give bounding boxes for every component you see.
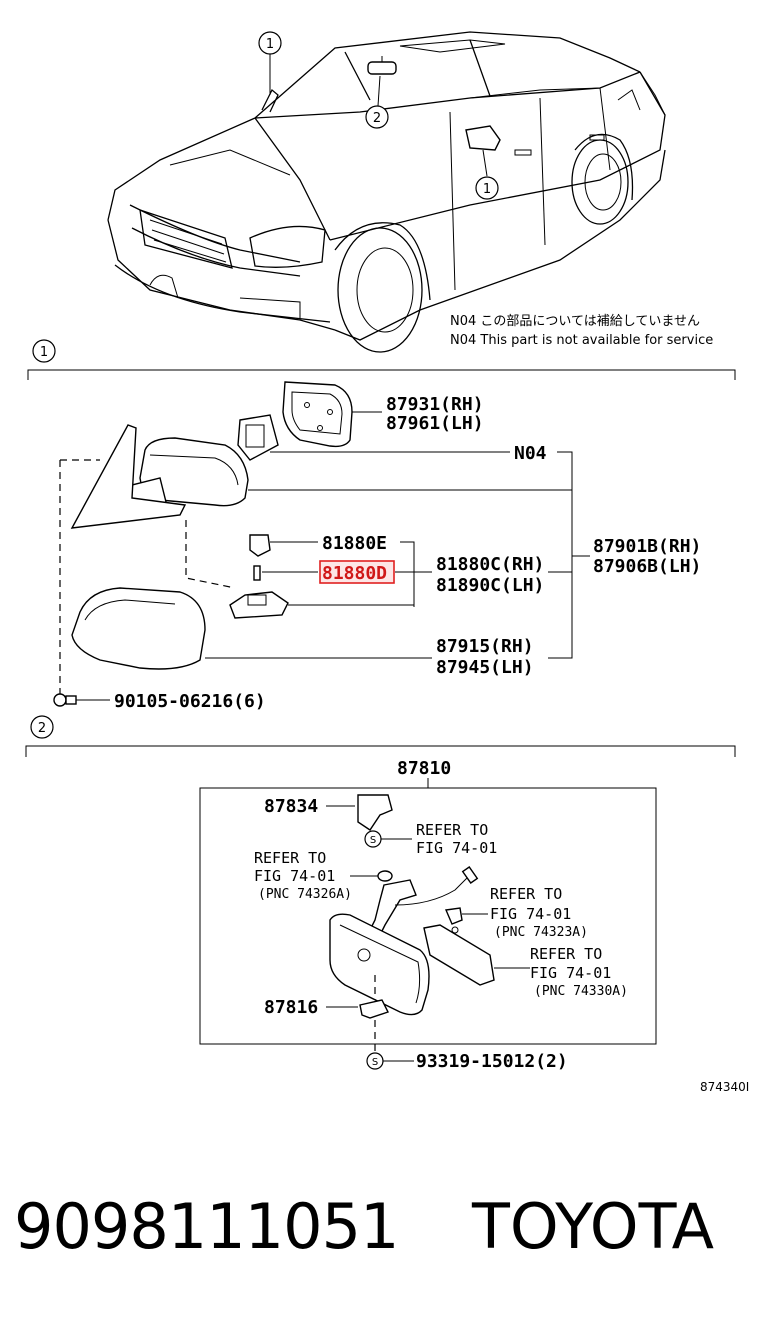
label-n04: N04 [514,443,547,464]
section-2-header: 2 [25,715,736,757]
refer-b-line2: FIG 74-01 [254,867,335,885]
svg-text:1: 1 [40,345,48,360]
callout-2-car: 2 [365,105,389,129]
label-87810: 87810 [397,758,451,779]
bulb-socket-81880E [249,534,271,557]
label-90105: 90105-06216(6) [114,691,266,712]
label-81890C: 81890C(LH) [436,575,544,596]
bulb-81880D [253,565,261,581]
figure-id: 874340I [700,1080,749,1094]
label-81880E: 81880E [322,533,387,554]
refer-d-line1: REFER TO [530,945,602,963]
note-n04-jp: N04 この部品については補給していません [450,314,700,329]
mirror-cover-87915 [71,587,206,670]
mirror-base-triangle [70,424,187,529]
mirror-lamp-strip [423,924,495,986]
footer-brand: TOYOTA [472,1190,715,1263]
inner-mirror-frame [199,787,657,1045]
refer-d-line2: FIG 74-01 [530,964,611,982]
car-illustration [107,31,666,353]
footer-part-number: 9098111051 [14,1190,399,1263]
refer-d-line3: (PNC 74330A) [534,984,628,999]
s-mark-2: S [366,1052,384,1070]
inner-rear-view-mirror [329,913,430,1016]
label-87901B: 87901B(RH) [593,536,701,557]
footer: 9098111051 TOYOTA [0,1190,760,1280]
bolt-90105 [53,693,77,707]
svg-text:2: 2 [38,721,46,736]
note-n04-en: N04 This part is not available for servi… [450,333,713,348]
svg-text:S: S [372,1057,378,1068]
bracket-87834 [357,794,393,831]
svg-text:1: 1 [266,37,274,52]
s-mark-1: S [364,830,382,848]
mirror-actuator [237,414,279,461]
label-81880D[interactable]: 81880D [322,563,387,584]
clip-87816 [359,999,389,1019]
label-87816: 87816 [264,997,318,1018]
refer-b-line3: (PNC 74326A) [258,887,352,902]
callout-1-top: 1 [258,31,282,55]
refer-a-line1: REFER TO [416,821,488,839]
refer-c-line1: REFER TO [490,885,562,903]
label-87961: 87961(LH) [386,413,484,434]
section-1-header: 1 [27,339,736,380]
svg-text:2: 2 [373,111,381,126]
label-81880C: 81880C(RH) [436,554,544,575]
refer-c-line3: (PNC 74323A) [494,925,588,940]
refer-c-line2: FIG 74-01 [490,905,571,923]
label-93319: 93319-15012(2) [416,1051,568,1072]
highlight-box [319,560,395,584]
label-87906B: 87906B(LH) [593,556,701,577]
label-87945: 87945(LH) [436,657,534,678]
callout-1-door: 1 [475,176,499,200]
label-87915: 87915(RH) [436,636,534,657]
svg-text:1: 1 [483,182,491,197]
label-87931: 87931(RH) [386,394,484,415]
svg-text:S: S [370,835,376,846]
refer-b-line1: REFER TO [254,849,326,867]
refer-a-line2: FIG 74-01 [416,839,497,857]
label-87834: 87834 [264,796,318,817]
